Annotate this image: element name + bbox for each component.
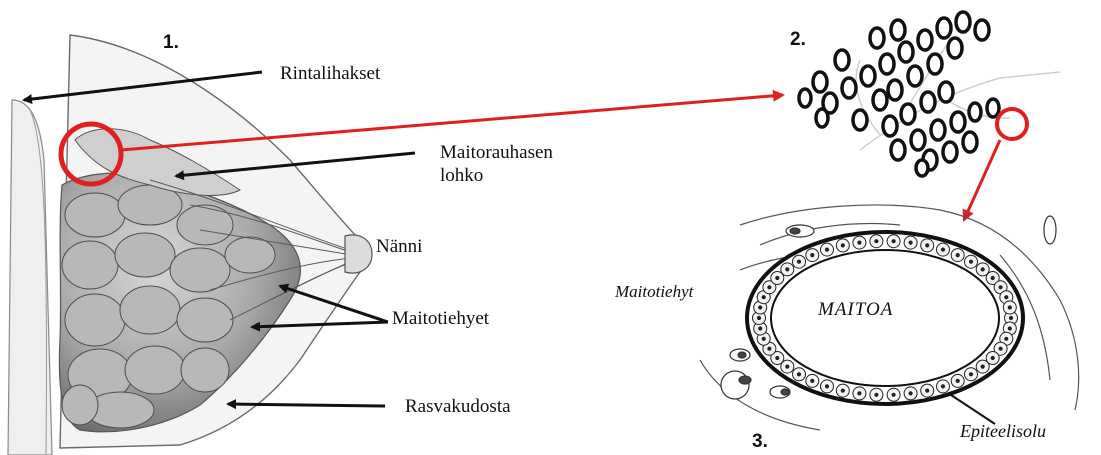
- epithelial-cell-nucleus: [1008, 327, 1011, 330]
- epithelial-cell-nucleus: [969, 373, 972, 376]
- alveoli-sacs: [799, 12, 999, 176]
- epithelial-cell-nucleus: [811, 254, 814, 257]
- epithelial-cell-nucleus: [768, 347, 771, 350]
- epithelial-cell-nucleus: [969, 260, 972, 263]
- epithelial-cell-nucleus: [926, 389, 929, 392]
- epithelial-cell-nucleus: [841, 389, 844, 392]
- epithelial-cell-nucleus: [926, 244, 929, 247]
- epithelial-cell-nucleus: [786, 268, 789, 271]
- epithelial-cell-nucleus: [875, 393, 878, 396]
- epithelial-cell-nucleus: [956, 379, 959, 382]
- epithelial-cell-nucleus: [956, 254, 959, 257]
- epithelial-cell-nucleus: [762, 337, 765, 340]
- epithelial-cell-nucleus: [776, 356, 779, 359]
- label-milk-duct-detail: Maitotiehyt: [615, 283, 693, 302]
- epithelial-cell-nucleus: [991, 276, 994, 279]
- label-gland-lobe-line2: lohko: [440, 166, 483, 187]
- epithelial-cell-nucleus: [825, 248, 828, 251]
- epithelial-cell-nucleus: [768, 286, 771, 289]
- alveoli-cluster: [799, 12, 1060, 176]
- epithelial-cell-nucleus: [786, 365, 789, 368]
- label-epithelial-cell: Epiteelisolu: [960, 422, 1046, 442]
- epithelial-cell-nucleus: [941, 385, 944, 388]
- epithelial-cell-nucleus: [1005, 296, 1008, 299]
- epithelial-cell-nucleus: [797, 260, 800, 263]
- label-milk-ducts: Maitotiehyet: [392, 309, 489, 330]
- epithelial-cell-nucleus: [909, 241, 912, 244]
- epithelial-cell-nucleus: [991, 356, 994, 359]
- epithelial-cell-nucleus: [1005, 337, 1008, 340]
- arrow-fat-tissue: [228, 404, 385, 406]
- panel-3-number: 3.: [752, 432, 768, 453]
- epithelial-cell-nucleus: [875, 240, 878, 243]
- epithelial-cell-nucleus: [776, 276, 779, 279]
- panel-2-number: 2.: [790, 30, 806, 51]
- epithelial-cell-nucleus: [941, 248, 944, 251]
- epithelial-cell-nucleus: [1008, 306, 1011, 309]
- label-gland-lobe-line1: Maitorauhasen: [440, 143, 553, 164]
- epithelial-cell-nucleus: [1009, 316, 1012, 319]
- epithelial-cell-nucleus: [892, 393, 895, 396]
- epithelial-cell-nucleus: [811, 379, 814, 382]
- label-chest-muscles: Rintalihakset: [280, 64, 380, 85]
- epithelial-cell-nucleus: [797, 373, 800, 376]
- label-milk: MAITOA: [818, 300, 893, 321]
- epithelial-cell-nucleus: [762, 296, 765, 299]
- epithelial-cell-nucleus: [825, 385, 828, 388]
- epithelial-cell-nucleus: [858, 392, 861, 395]
- breast-cross-section: [8, 35, 372, 455]
- epithelial-cell-nucleus: [757, 316, 760, 319]
- epithelial-cell-nucleus: [858, 241, 861, 244]
- epithelial-cell-nucleus: [999, 286, 1002, 289]
- epithelial-cell-nucleus: [981, 268, 984, 271]
- epithelial-cell-nucleus: [841, 244, 844, 247]
- epithelial-cell-nucleus: [892, 240, 895, 243]
- epithelial-cell-nucleus: [999, 347, 1002, 350]
- alveolus-highlight-circle: [997, 109, 1027, 139]
- label-fat-tissue: Rasvakudosta: [405, 397, 511, 418]
- nipple-shape: [345, 235, 372, 273]
- panel-1-number: 1.: [163, 33, 179, 54]
- label-nipple: Nänni: [376, 237, 422, 258]
- epithelial-cell-nucleus: [759, 327, 762, 330]
- epithelial-cell-nucleus: [981, 365, 984, 368]
- epithelial-cell-nucleus: [909, 392, 912, 395]
- epithelial-cell-nucleus: [759, 306, 762, 309]
